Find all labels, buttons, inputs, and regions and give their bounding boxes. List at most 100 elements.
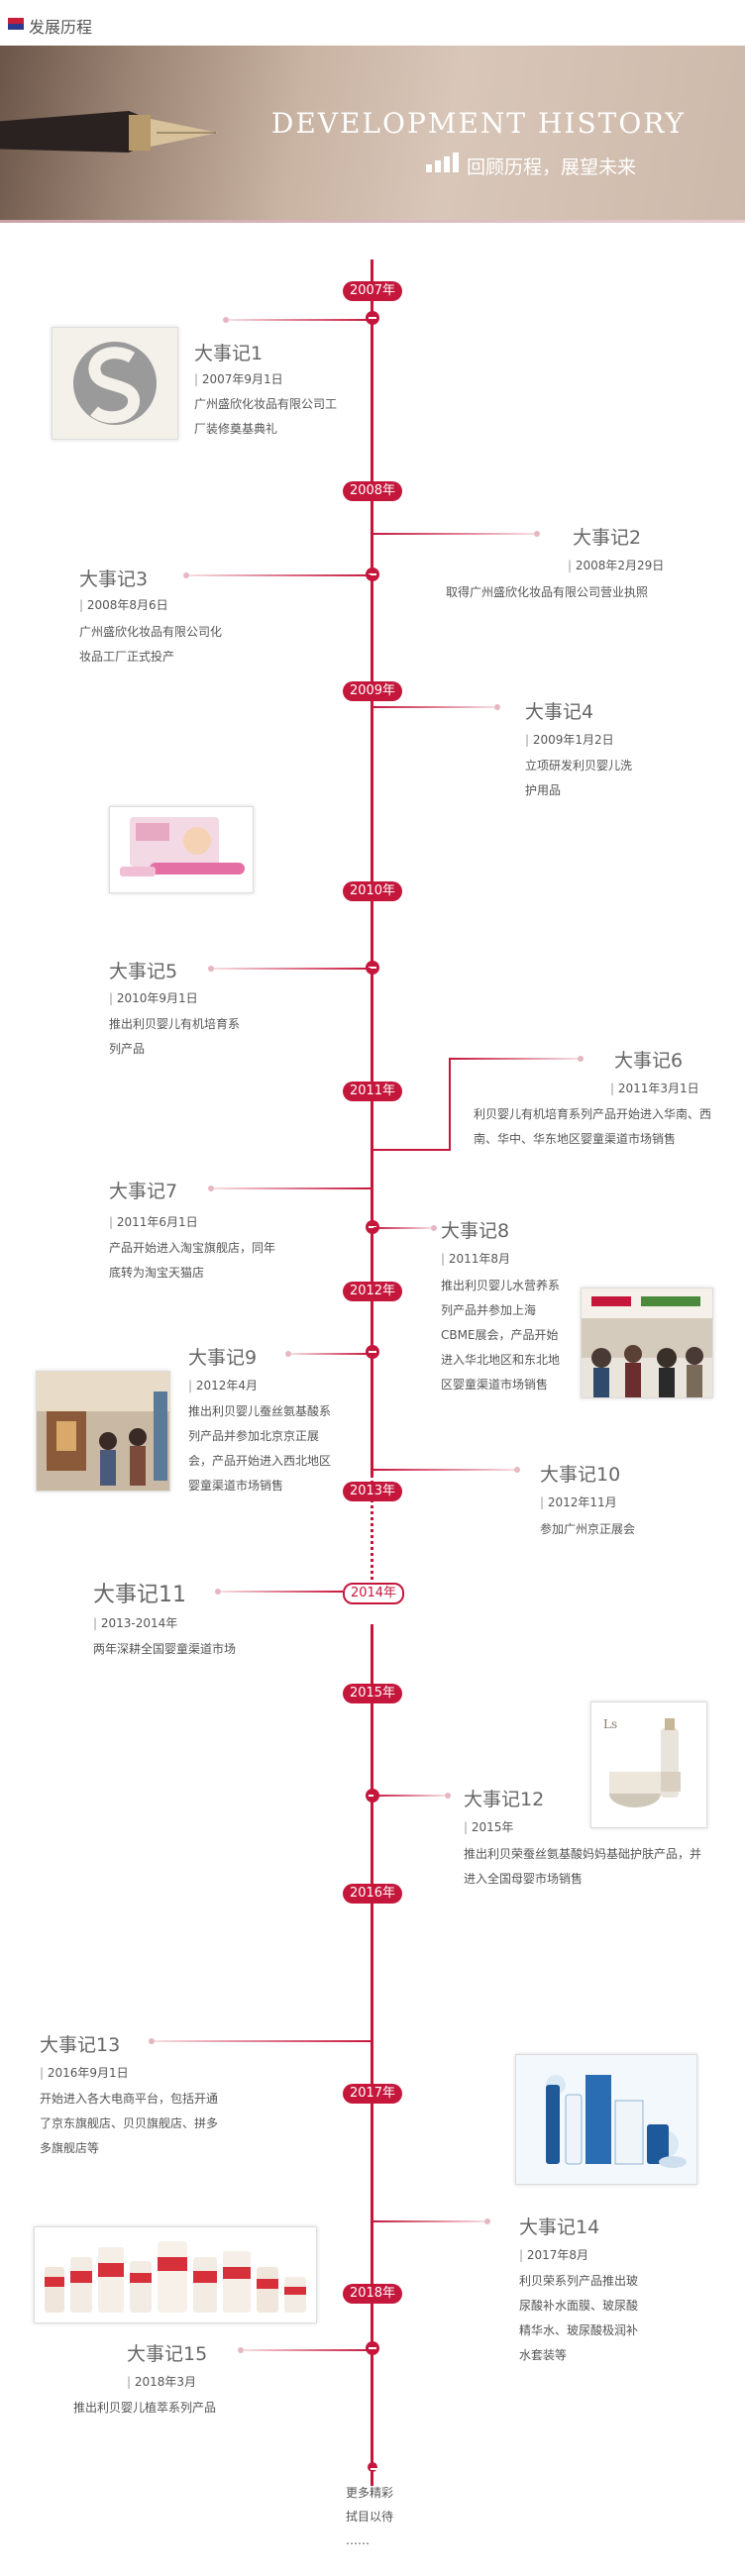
connector-dot — [215, 1589, 221, 1595]
section-title: 发展历程 — [29, 18, 93, 37]
year-badge: 2015年 — [343, 1684, 402, 1703]
event-desc: 推出利贝婴儿蚕丝氨基酸系列产品并参加北京京正展会，产品开始进入西北地区婴童渠道市… — [188, 1404, 332, 1493]
timeline-node — [366, 1345, 379, 1359]
connector-dot — [445, 1793, 451, 1799]
connector-line — [291, 1353, 371, 1355]
connector-dot — [238, 2347, 244, 2353]
event-desc: 推出利贝婴儿有机培育系列产品 — [109, 1017, 241, 1056]
connector-dot — [494, 704, 500, 710]
timeline-node — [366, 1220, 379, 1234]
expo-image — [582, 1288, 712, 1397]
year-badge: 2010年 — [343, 881, 402, 901]
product-image — [110, 807, 253, 892]
connector-line — [373, 1227, 431, 1229]
connector-dot — [208, 966, 214, 972]
connector-line — [373, 1149, 451, 1151]
event-desc: 取得广州盛欣化妆品有限公司营业执照 — [446, 585, 649, 599]
year-badge: 2009年 — [343, 681, 402, 701]
flag-icon — [8, 18, 24, 30]
more-line-1: 更多精彩 — [346, 2486, 394, 2500]
connector-line-vertical — [449, 1058, 451, 1151]
event-date: 2012年4月 — [188, 1377, 258, 1393]
event-title: 大事记9 — [188, 1347, 258, 1369]
year-badge: 2012年 — [343, 1282, 402, 1301]
event-desc: 两年深耕全国婴童渠道市场 — [93, 1642, 237, 1656]
timeline-node — [366, 311, 379, 325]
connector-line — [244, 2349, 371, 2351]
event-desc: 广州盛欣化妆品有限公司化妆品工厂正式投产 — [79, 625, 223, 664]
connector-line — [189, 574, 371, 576]
event-desc: 参加广州京正展会 — [540, 1522, 636, 1536]
expo-photo-cbme — [581, 1288, 713, 1398]
event-date: 2015年 — [464, 1818, 514, 1835]
event-date: 2007年9月1日 — [194, 370, 283, 387]
product-photo-skincare: Ls — [590, 1701, 707, 1828]
connector-line — [451, 1058, 578, 1060]
connector-dot — [149, 2038, 155, 2044]
more-line-3: …… — [346, 2533, 370, 2547]
event-title: 大事记11 — [93, 1583, 186, 1607]
product-photo-hyaluronic — [515, 2054, 697, 2185]
connector-line — [373, 2220, 484, 2222]
timeline-node — [366, 2341, 379, 2355]
event-title: 大事记8 — [441, 1220, 510, 1242]
event-date: 2011年8月 — [441, 1250, 510, 1267]
event-title: 大事记12 — [464, 1789, 545, 1810]
connector-dot — [183, 572, 189, 578]
growth-chart-icon — [426, 153, 459, 172]
connector-line — [229, 319, 371, 321]
svg-text:Ls: Ls — [603, 1717, 617, 1731]
product-photo-organic — [109, 806, 254, 893]
timeline-end-node — [368, 2462, 378, 2472]
more-line-2: 拭目以待 — [346, 2510, 394, 2524]
connector-dot — [578, 1056, 584, 1062]
more-to-come: 更多精彩 拭目以待 …… — [346, 2481, 405, 2552]
event-desc: 利贝婴儿有机培育系列产品开始进入华南、西南、华中、华东地区婴童渠道市场销售 — [474, 1107, 712, 1146]
event-date: 2012年11月 — [540, 1494, 617, 1510]
connector-dot — [285, 1351, 291, 1357]
product-photo-botanical — [34, 2226, 317, 2323]
year-badge: 2011年 — [343, 1082, 402, 1101]
banner-title: DEVELOPMENT HISTORY — [270, 107, 686, 140]
connector-line — [221, 1591, 343, 1593]
event-desc: 利贝荣系列产品推出玻尿酸补水面膜、玻尿酸精华水、玻尿酸极润补水套装等 — [519, 2274, 639, 2362]
timeline-node — [366, 567, 379, 581]
event-date: 2008年2月29日 — [568, 557, 664, 573]
expo-photo-beijing — [36, 1371, 170, 1492]
event-title: 大事记10 — [540, 1464, 621, 1486]
timeline-node — [366, 1789, 379, 1803]
event-desc: 广州盛欣化妆品有限公司工厂装修奠基典礼 — [194, 397, 338, 436]
event-desc: 推出利贝荣蚕丝氨基酸妈妈基础护肤产品，并进入全国母婴市场销售 — [464, 1847, 702, 1886]
event-desc: 推出利贝婴儿水营养系列产品并参加上海CBME展会，产品开始进入华北地区和东北地区… — [441, 1279, 561, 1391]
year-badge-active: 2014年 — [343, 1583, 404, 1604]
event-title: 大事记4 — [525, 701, 594, 723]
banner-divider — [0, 220, 745, 223]
banner-subtitle: 回顾历程，展望未来 — [466, 156, 636, 178]
event-date: 2009年1月2日 — [525, 731, 614, 748]
event-date: 2011年6月1日 — [109, 1213, 198, 1230]
connector-dot — [534, 531, 540, 537]
event-date: 2008年8月6日 — [79, 596, 168, 613]
company-logo-icon — [53, 328, 177, 439]
year-badge: 2007年 — [343, 281, 402, 301]
event-desc: 立项研发利贝婴儿洗护用品 — [525, 759, 633, 797]
event-date: 2010年9月1日 — [109, 989, 198, 1006]
fountain-pen-icon — [0, 111, 218, 153]
product-image — [35, 2227, 316, 2322]
event-title: 大事记7 — [109, 1181, 178, 1202]
event-title: 大事记6 — [614, 1050, 684, 1072]
year-badge: 2017年 — [343, 2084, 402, 2104]
expo-image — [37, 1372, 169, 1491]
timeline-node — [366, 961, 379, 975]
event-desc: 产品开始进入淘宝旗舰店，同年底转为淘宝天猫店 — [109, 1241, 276, 1280]
connector-line — [373, 533, 534, 535]
timeline-axis — [371, 259, 373, 1478]
connector-dot — [431, 1225, 437, 1231]
connector-line — [155, 2040, 371, 2042]
product-image — [516, 2055, 696, 2184]
event-date: 2016年9月1日 — [40, 2064, 129, 2081]
event-title: 大事记5 — [109, 961, 178, 982]
year-badge: 2016年 — [343, 1884, 402, 1904]
event-title: 大事记2 — [573, 527, 642, 549]
event-desc: 推出利贝婴儿植萃系列产品 — [73, 2401, 217, 2415]
